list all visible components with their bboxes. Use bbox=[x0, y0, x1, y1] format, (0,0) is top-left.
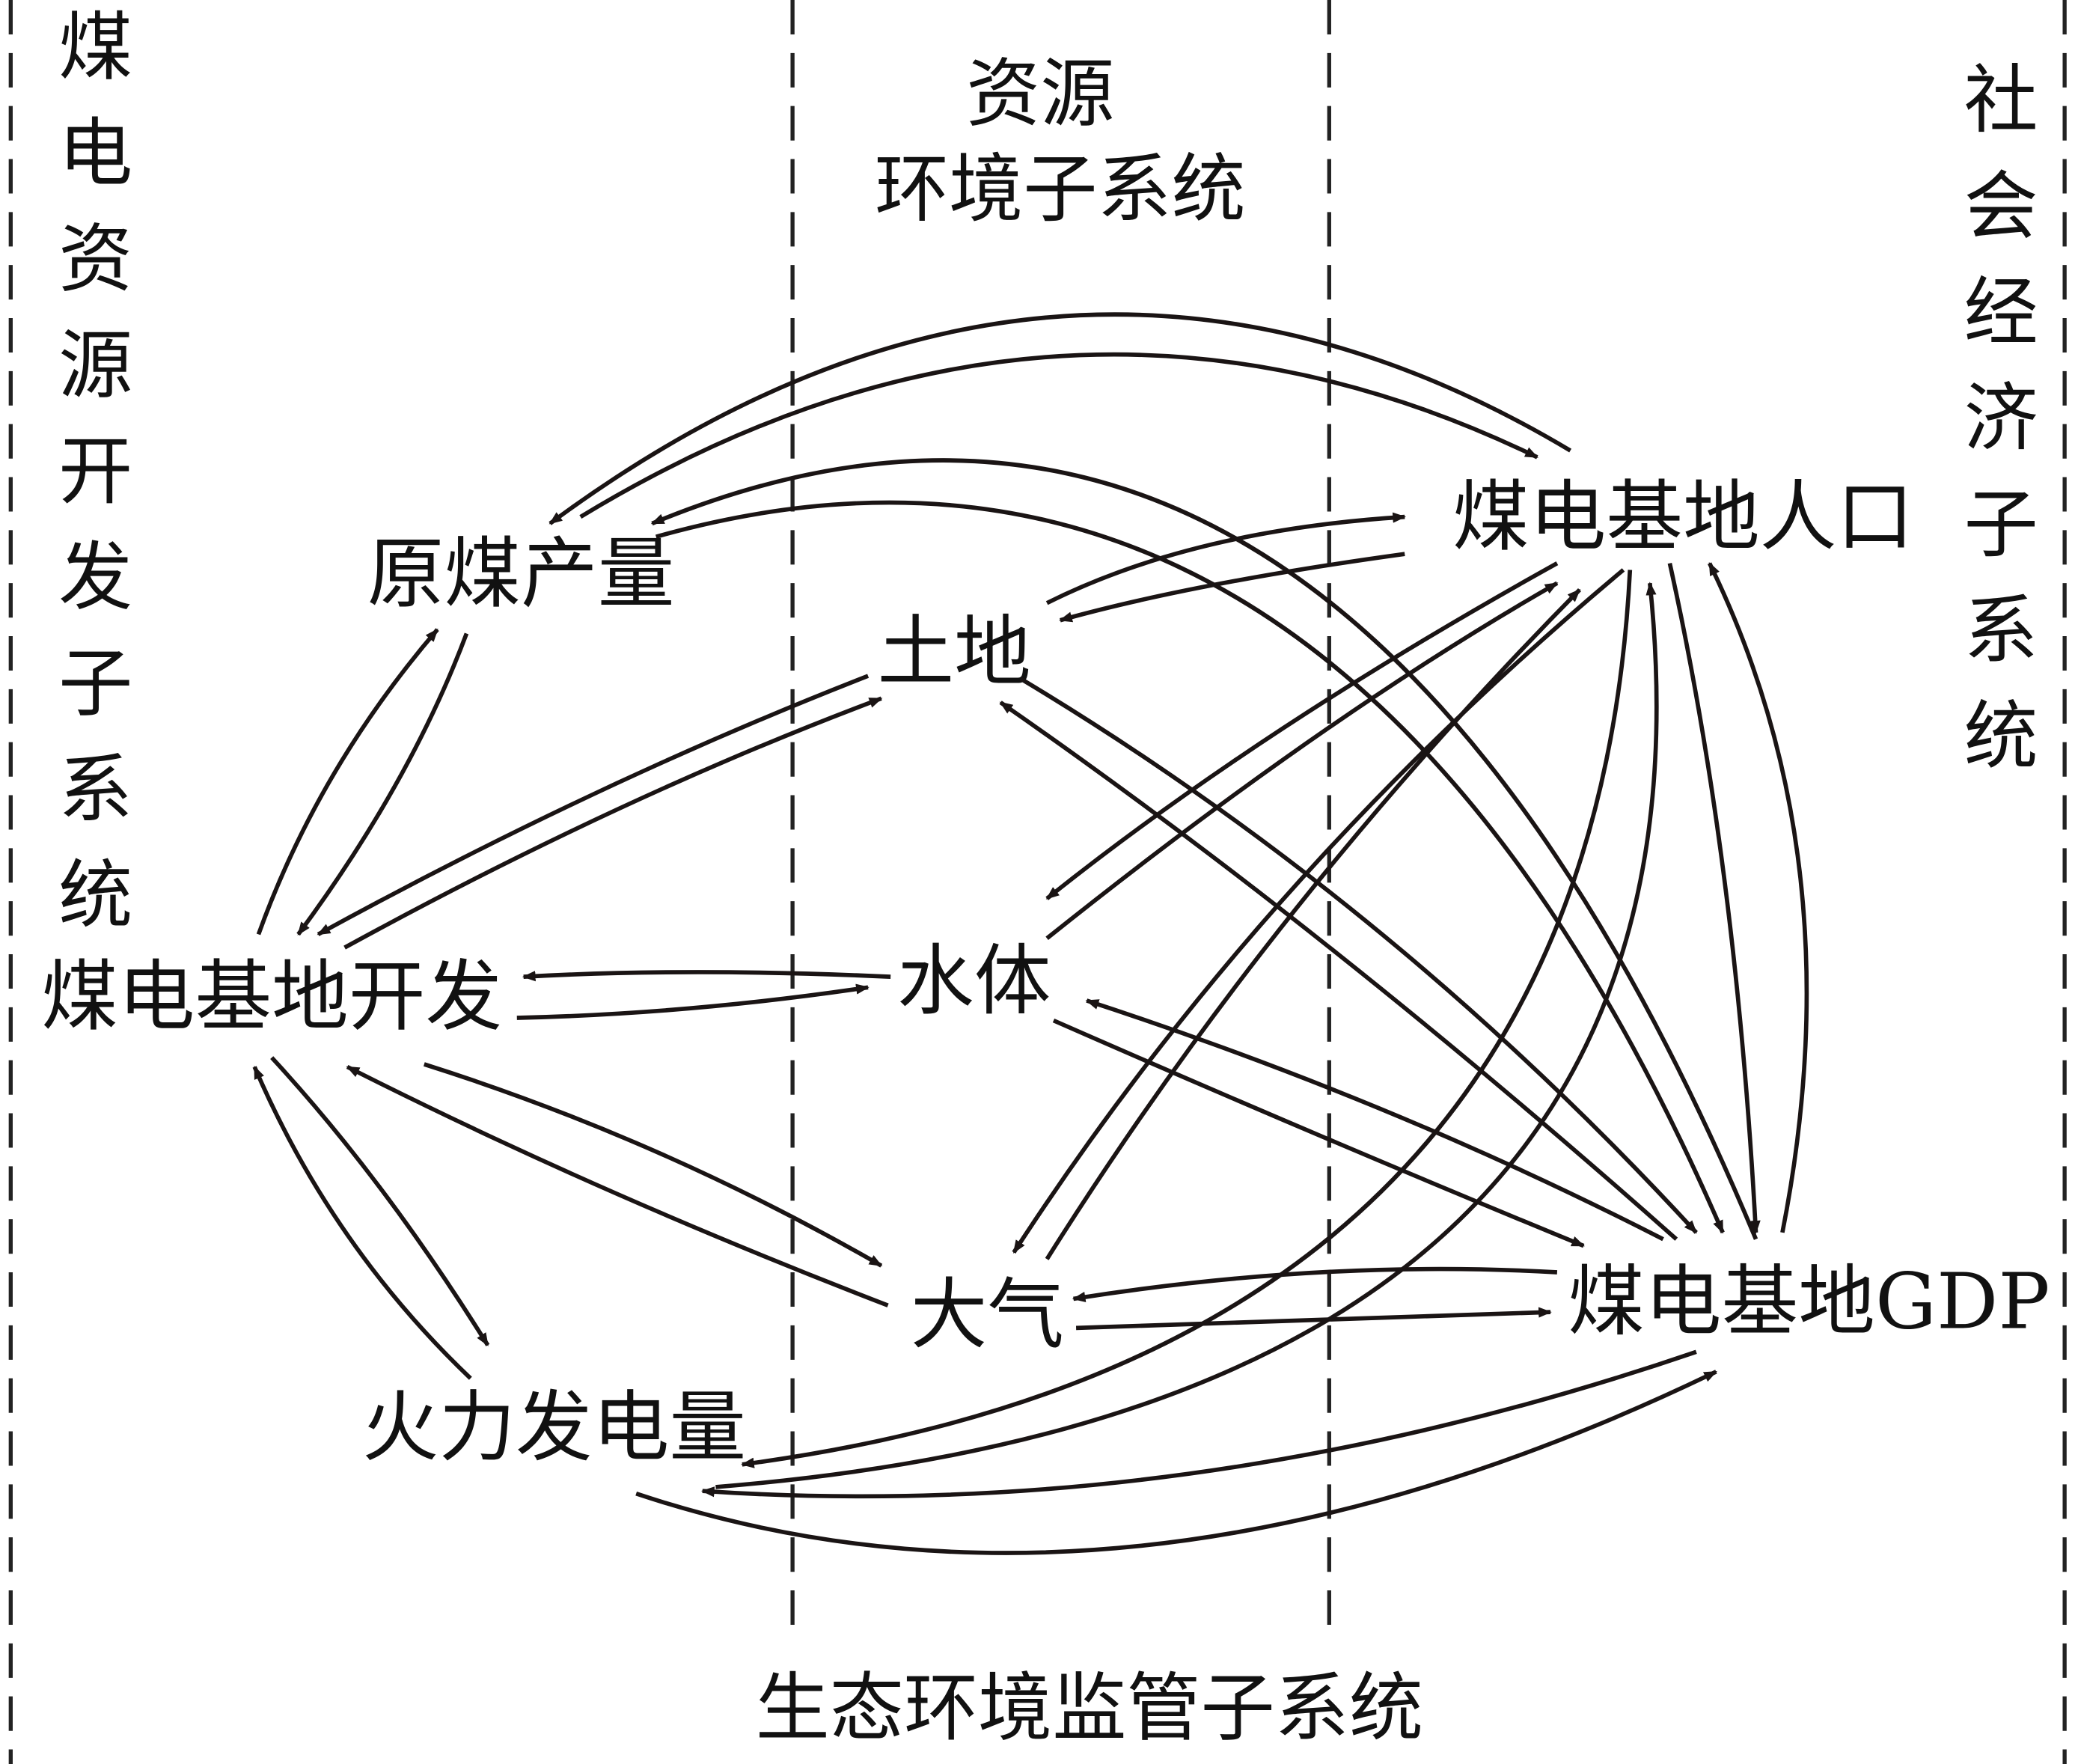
arrow-land-to-development bbox=[317, 674, 870, 936]
arrow-population-to-gdp bbox=[1667, 562, 1761, 1234]
header-left-char: 子 bbox=[58, 641, 132, 727]
arrow-population-to-air bbox=[1012, 568, 1625, 1254]
arrow-population-to-raw-coal bbox=[548, 312, 1572, 525]
node-water: 水体 bbox=[897, 937, 1051, 1026]
arrow-gdp-to-water bbox=[1085, 998, 1664, 1242]
arrow-raw-coal-to-development bbox=[296, 632, 469, 936]
arrow-land-to-gdp bbox=[1019, 677, 1698, 1234]
arrow-thermal-power-to-development bbox=[252, 1065, 472, 1380]
header-right-char: 统 bbox=[1964, 694, 2038, 780]
arrow-gdp-to-population bbox=[1708, 562, 1809, 1233]
arrow-raw-coal-to-population bbox=[579, 352, 1538, 519]
node-gdp: 煤电基地GDP bbox=[1568, 1257, 2050, 1346]
header-right-char: 社 bbox=[1964, 58, 2038, 144]
arrow-land-to-population bbox=[1045, 512, 1407, 605]
header-left-char: 开 bbox=[58, 429, 132, 515]
node-raw-coal: 原煤产量 bbox=[367, 530, 675, 619]
header-right-char: 济 bbox=[1964, 376, 2038, 462]
header-left-char: 电 bbox=[58, 111, 132, 197]
header-right-char: 经 bbox=[1964, 270, 2038, 356]
header-left-char: 统 bbox=[58, 853, 132, 939]
header-left-subsystem: 煤 电 资 源 开 发 子 系 统 bbox=[58, 4, 132, 939]
header-left-char: 煤 bbox=[58, 4, 132, 91]
header-left-char: 发 bbox=[58, 535, 132, 621]
arrow-gdp-to-thermal-power bbox=[700, 1349, 1697, 1499]
arrow-development-to-thermal-power bbox=[270, 1056, 490, 1346]
header-right-char: 系 bbox=[1964, 588, 2038, 674]
node-air: 大气 bbox=[911, 1271, 1064, 1360]
header-middle-line1: 资源 bbox=[966, 51, 1114, 137]
header-middle-line2: 环境子系统 bbox=[875, 147, 1246, 233]
node-base-development: 煤电基地开发 bbox=[41, 953, 502, 1042]
arrow-water-to-population bbox=[1045, 581, 1559, 940]
node-land: 土地 bbox=[877, 608, 1030, 698]
node-population: 煤电基地人口 bbox=[1452, 473, 1913, 562]
arrow-water-to-development bbox=[522, 970, 891, 982]
arrow-gdp-to-land bbox=[999, 701, 1678, 1241]
header-right-subsystem: 社 会 经 济 子 系 统 bbox=[1964, 58, 2038, 780]
arrow-gdp-to-air bbox=[1072, 1266, 1558, 1302]
header-right-char: 会 bbox=[1964, 164, 2038, 250]
arrow-population-to-thermal-power bbox=[741, 570, 1633, 1468]
arrow-gdp-to-raw-coal bbox=[650, 458, 1758, 1240]
arrow-air-to-gdp bbox=[1075, 1307, 1552, 1331]
arrow-water-to-gdp bbox=[1052, 1018, 1585, 1248]
arrow-thermal-power-to-gdp bbox=[635, 1370, 1717, 1555]
header-bottom-subsystem: 生态环境监管子系统 bbox=[756, 1665, 1423, 1751]
arrow-population-to-water bbox=[1045, 561, 1559, 900]
arrow-development-to-water bbox=[516, 983, 870, 1020]
arrow-development-to-raw-coal bbox=[256, 628, 439, 936]
header-left-char: 源 bbox=[58, 323, 132, 409]
node-thermal-power: 火力发电量 bbox=[362, 1384, 746, 1473]
arrow-thermal-power-to-population bbox=[715, 582, 1659, 1489]
arrow-population-to-land bbox=[1059, 552, 1405, 623]
header-left-char: 资 bbox=[58, 217, 132, 303]
header-right-char: 子 bbox=[1964, 482, 2038, 568]
arrow-raw-coal-to-gdp bbox=[655, 500, 1725, 1234]
arrow-air-to-development bbox=[346, 1065, 889, 1307]
header-left-char: 系 bbox=[58, 747, 132, 833]
arrow-air-to-population bbox=[1045, 588, 1582, 1260]
arrow-development-to-land bbox=[343, 696, 883, 950]
arrow-development-to-air bbox=[423, 1062, 883, 1268]
